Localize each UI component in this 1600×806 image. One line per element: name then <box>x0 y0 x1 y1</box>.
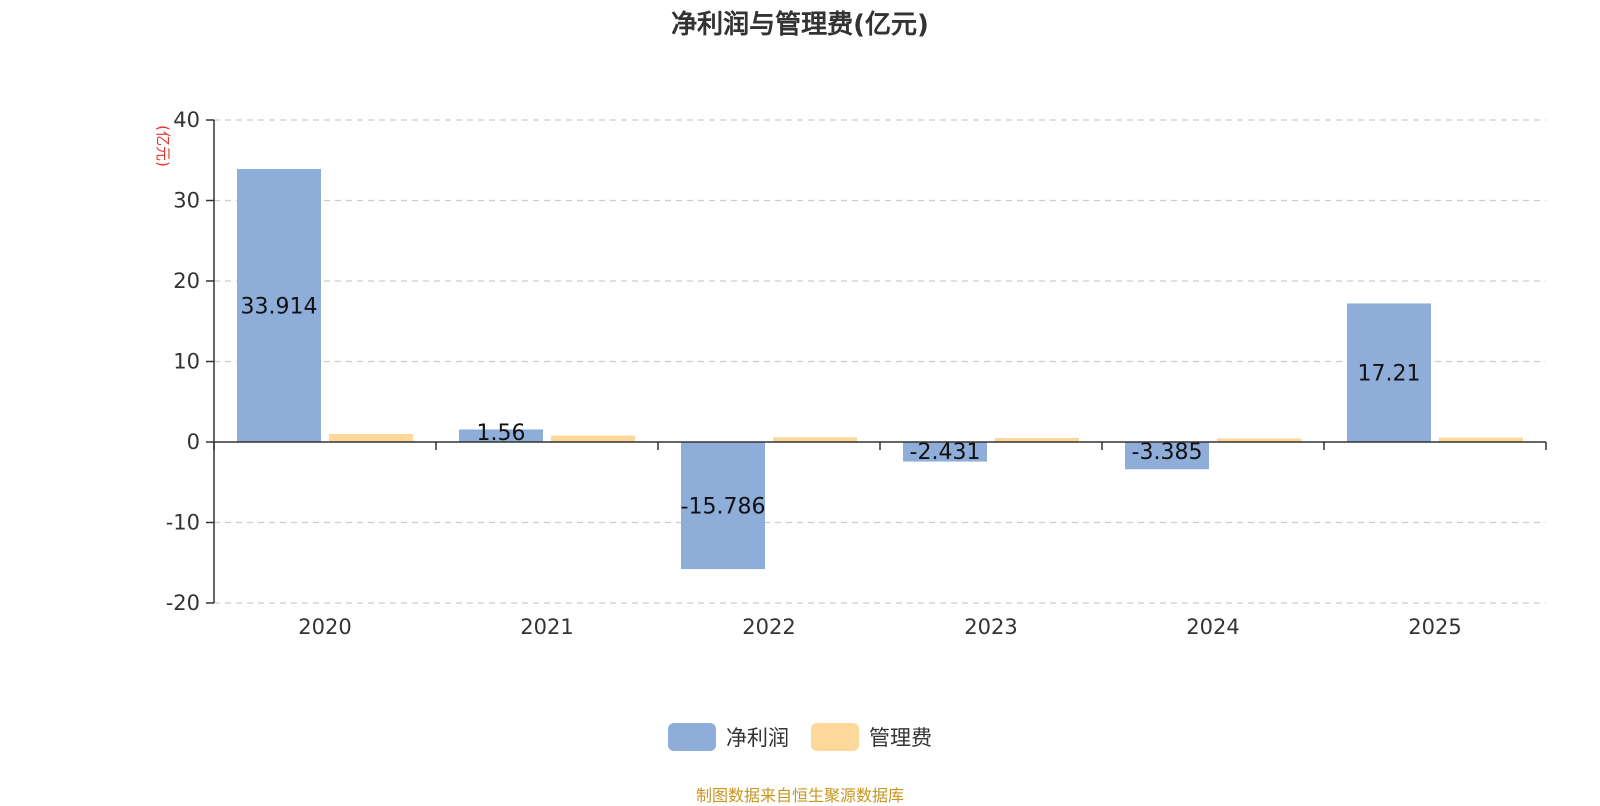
bar-net-profit <box>1347 303 1431 442</box>
bar-admin-expense <box>773 437 857 442</box>
x-tick-label: 2024 <box>1186 615 1239 639</box>
bar-net-profit <box>459 429 543 442</box>
bar-admin-expense <box>1439 437 1523 442</box>
legend-label-net-profit: 净利润 <box>726 726 789 750</box>
x-tick-label: 2020 <box>298 615 351 639</box>
data-source-note: 制图数据来自恒生聚源数据库 <box>695 786 904 805</box>
x-tick-label: 2022 <box>742 615 795 639</box>
bar-net-profit <box>681 442 765 570</box>
y-tick-label: 10 <box>173 350 200 374</box>
bar-net-profit <box>237 168 321 442</box>
x-tick-label: 2023 <box>964 615 1017 639</box>
y-tick-label: -10 <box>166 511 200 535</box>
y-tick-label: 40 <box>173 108 200 132</box>
legend-swatch-admin-expense <box>811 723 859 751</box>
bar-admin-expense <box>995 437 1079 442</box>
bar-net-profit <box>1125 442 1209 470</box>
legend: 净利润 管理费 <box>0 722 1600 752</box>
legend-label-admin-expense: 管理费 <box>869 726 932 750</box>
chart-title: 净利润与管理费(亿元) <box>671 10 929 40</box>
bar-admin-expense <box>1217 438 1301 442</box>
legend-item-admin-expense[interactable]: 管理费 <box>811 722 932 752</box>
legend-item-net-profit[interactable]: 净利润 <box>668 722 789 752</box>
bar-admin-expense <box>551 435 635 442</box>
y-tick-label: 0 <box>187 430 200 454</box>
legend-swatch-net-profit <box>668 723 716 751</box>
data-label-net-profit: -2.431 <box>910 440 981 465</box>
y-tick-label: 20 <box>173 269 200 293</box>
bar-net-profit <box>903 442 987 462</box>
data-label-net-profit: -15.786 <box>681 495 766 520</box>
data-label-net-profit: 17.21 <box>1358 362 1421 387</box>
bar-chart: -20-10010203040(亿元)33.91420201.562021-15… <box>154 108 1547 639</box>
y-tick-label: 30 <box>173 189 200 213</box>
bar-admin-expense <box>329 433 413 442</box>
data-label-net-profit: 33.914 <box>241 294 318 319</box>
y-axis-unit-label: (亿元) <box>154 125 172 167</box>
data-label-net-profit: -3.385 <box>1132 440 1203 465</box>
x-tick-label: 2025 <box>1408 615 1461 639</box>
x-tick-label: 2021 <box>520 615 573 639</box>
y-tick-label: -20 <box>166 591 200 615</box>
